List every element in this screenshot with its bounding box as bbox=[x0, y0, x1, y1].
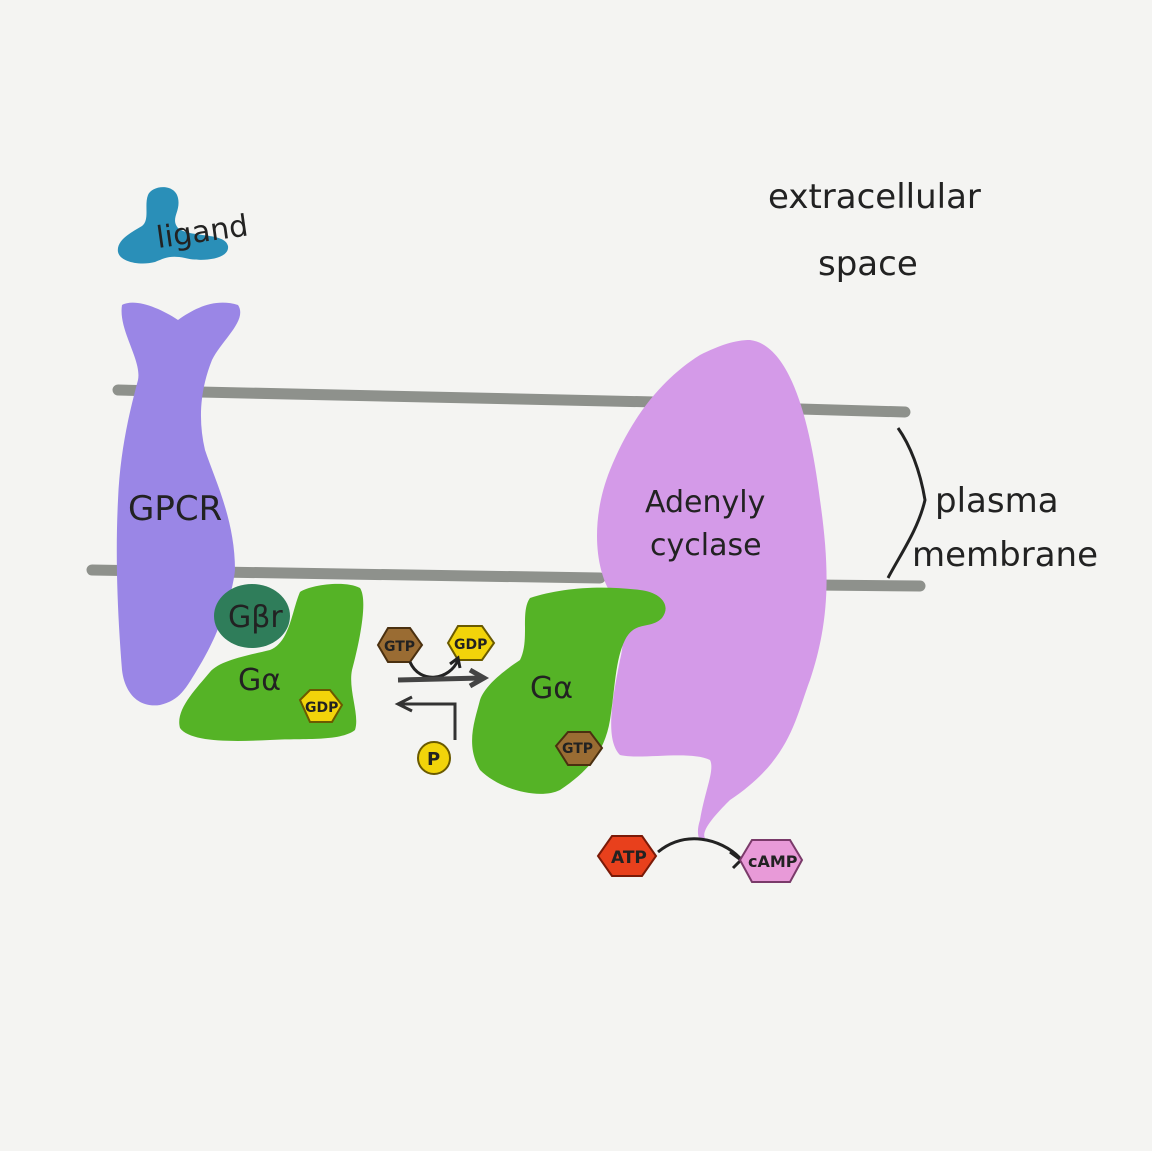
gpcr-label: GPCR bbox=[128, 489, 222, 529]
gtp-right-label: GTP bbox=[562, 741, 593, 757]
membrane-top-right bbox=[800, 409, 905, 412]
extracellular-label-line2: space bbox=[818, 244, 918, 284]
adenylyl-cyclase-label-line1: Adenyly bbox=[645, 485, 765, 520]
galpha-right-label: Gα bbox=[530, 671, 573, 706]
galpha-left-label: Gα bbox=[238, 663, 281, 698]
gdp-center-label: GDP bbox=[454, 637, 487, 653]
camp-label: cAMP bbox=[748, 852, 798, 871]
atp-hexagon: ATP bbox=[598, 836, 656, 876]
phosphate-circle: P bbox=[418, 742, 450, 774]
adenylyl-cyclase-label-line2: cyclase bbox=[650, 528, 762, 563]
membrane-bottom-right bbox=[815, 585, 920, 586]
gdp-center-hexagon: GDP bbox=[448, 626, 494, 660]
camp-hexagon: cAMP bbox=[740, 840, 802, 882]
forward-arrow bbox=[398, 678, 482, 680]
plasma-membrane-label-line1: plasma bbox=[935, 481, 1059, 521]
atp-to-camp-arrow bbox=[658, 839, 740, 858]
plasma-membrane-label-line2: membrane bbox=[912, 535, 1098, 575]
phosphate-label: P bbox=[427, 749, 440, 770]
gtp-center-hexagon: GTP bbox=[378, 628, 422, 662]
gbetagamma-label: Gβr bbox=[228, 600, 283, 635]
gdp-left-label: GDP bbox=[305, 700, 338, 716]
extracellular-label-line1: extracellular bbox=[768, 177, 981, 217]
atp-label: ATP bbox=[611, 848, 647, 868]
gtp-center-label: GTP bbox=[384, 639, 415, 655]
